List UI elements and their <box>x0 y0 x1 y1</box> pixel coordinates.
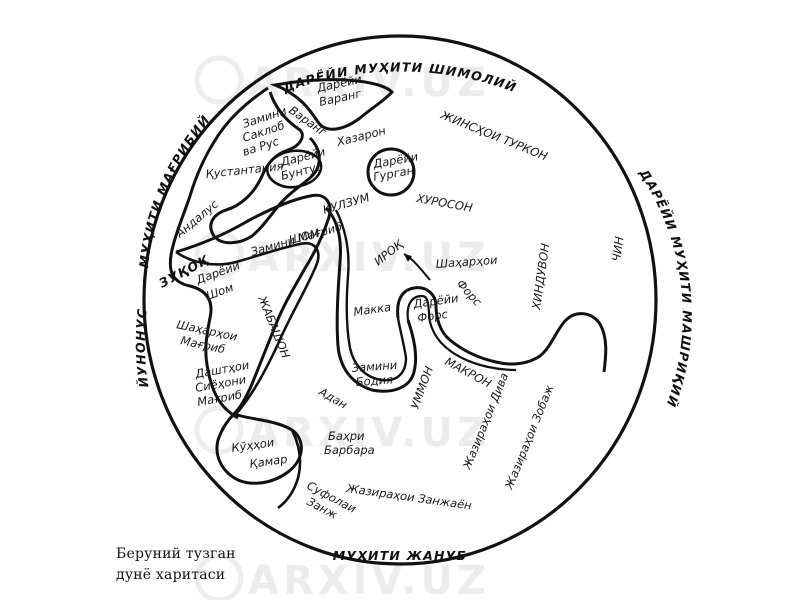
world-outline <box>142 34 658 566</box>
qamar-mountains-outline <box>215 412 303 485</box>
qamar-label-1: Кўҳҳои <box>230 435 275 455</box>
gurgan-sea-outline <box>366 147 416 197</box>
sham-sea-outline <box>175 241 320 415</box>
turk-lands-label: ЖИНСҲОИ ТУРКОН <box>438 107 550 163</box>
watermark-text: ARXIV.UZ <box>248 558 490 600</box>
ocean-west-lower-label: ЙУНОНУС <box>133 307 152 389</box>
shaharha-label: Шаҳарҳои <box>435 253 498 271</box>
watermark-text: ARXIV.UZ <box>248 410 490 456</box>
sham-sea-label-2: Шом <box>204 280 235 303</box>
oman-label: УММОН <box>408 364 437 411</box>
fars-sea-inner <box>406 294 517 372</box>
berbera-label-1: Баҳри <box>328 429 365 443</box>
qustantiniya-label: Қустантания <box>205 159 284 181</box>
makka-label: Макка <box>352 300 392 319</box>
watermark-ring <box>194 55 244 105</box>
aden-label: Адан <box>316 384 351 412</box>
hinduvan-label: ХИНДУВОН <box>529 242 552 311</box>
west-coast-outline <box>168 86 269 420</box>
watermark-layer: ARXIV.UZ ARXIV.UZ ARXIV.UZ ARXIV.UZ <box>194 55 490 600</box>
qamar-label-2: Қамар <box>248 452 288 471</box>
watermark-text: ARXIV.UZ <box>248 235 490 281</box>
caption-line-2: дунё харитаси <box>116 567 226 583</box>
mediterranean-outline <box>175 193 332 416</box>
persian-gulf-outline <box>396 286 608 373</box>
chin-label: ЧИН <box>609 235 626 262</box>
map-caption: Беруний тузган дунё харитаси <box>116 544 236 586</box>
watermark-ring <box>194 405 244 455</box>
fars-sea-label-2: Форс <box>416 307 449 325</box>
arrow-icon <box>404 254 412 262</box>
badiya-label-1: Замини <box>351 358 398 375</box>
south-coast-outline <box>277 429 302 510</box>
qulzum-sea-outline <box>324 206 418 393</box>
berbera-label-2: Барбара <box>324 443 375 457</box>
watermark-ring <box>194 230 244 280</box>
ocean-south-label: МУҲИТИ ЖАНУБ <box>333 548 468 563</box>
zanj-isles-label: Жазираҳои Занжаён <box>345 481 473 513</box>
qulzum-sea-inner <box>334 209 408 382</box>
watermark-ring <box>194 553 244 600</box>
qulzum-label: ҚУЛЗУМ <box>321 190 371 217</box>
buntus-sea-outline <box>265 149 323 189</box>
khurasan-label: ХУРОСОН <box>414 191 474 215</box>
varang-sea-outline <box>269 78 395 131</box>
zabaj-islands-label: Жазираҳои Зобаж <box>501 382 556 492</box>
badiya-label-2: Бодия <box>355 372 393 389</box>
fars-sea-label-1: Дарёйи <box>411 291 459 311</box>
caption-line-1: Беруний тузган <box>116 546 236 562</box>
buntus-coast-outline <box>209 91 321 245</box>
